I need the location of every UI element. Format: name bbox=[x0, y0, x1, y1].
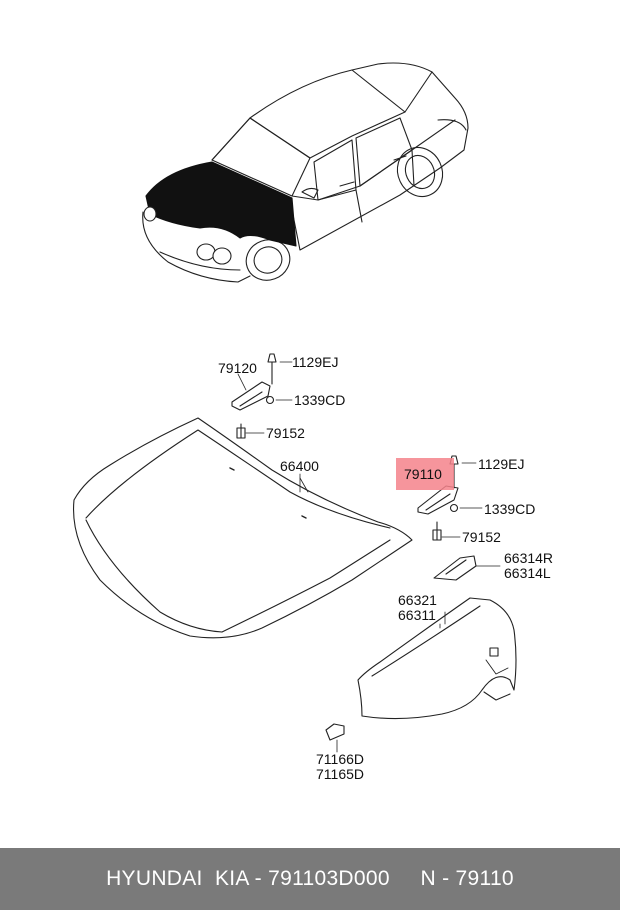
label-hood: 66400 bbox=[280, 458, 319, 474]
footer-caption: HYUNDAI KIA - 791103D000 N - 79110 bbox=[0, 848, 620, 910]
label-fender-2: 66311 bbox=[398, 607, 436, 623]
label-clip-2: 71165D bbox=[316, 766, 365, 782]
label-pin-left: 79152 bbox=[266, 425, 305, 441]
fender-bracket bbox=[433, 555, 501, 581]
hinge-left-assembly bbox=[231, 353, 293, 439]
fender-clip bbox=[325, 723, 345, 753]
part-highlight bbox=[396, 458, 454, 490]
car-hood-highlight bbox=[145, 161, 297, 247]
label-bolt-top-right: 1129EJ bbox=[478, 456, 525, 472]
footer-sep: - bbox=[248, 867, 269, 890]
parts-diagram bbox=[72, 62, 517, 753]
label-nut-right: 1339CD bbox=[484, 501, 536, 517]
label-nut-left: 1339CD bbox=[294, 392, 346, 408]
label-pin-right: 79152 bbox=[462, 529, 501, 545]
label-bracket-r: 66314R bbox=[504, 550, 554, 566]
footer-gap bbox=[390, 867, 421, 890]
footer-part-number: 791103D000 bbox=[268, 867, 390, 890]
label-clip-1: 71166D bbox=[316, 751, 365, 767]
front-fender bbox=[357, 597, 517, 720]
label-fender-1: 66321 bbox=[398, 592, 437, 608]
label-bracket-l: 66314L bbox=[504, 565, 551, 581]
car-illustration bbox=[142, 62, 469, 283]
label-hinge-right: 79110 bbox=[404, 466, 442, 482]
label-bolt-top-left: 1129EJ bbox=[292, 354, 339, 370]
hood-panel bbox=[72, 417, 413, 639]
footer-bar: HYUNDAI KIA - 791103D000 N - 79110 bbox=[0, 848, 620, 910]
footer-ref: N - 79110 bbox=[420, 867, 514, 890]
footer-brand: HYUNDAI KIA bbox=[106, 867, 249, 890]
label-hinge-left: 79120 bbox=[218, 360, 257, 376]
